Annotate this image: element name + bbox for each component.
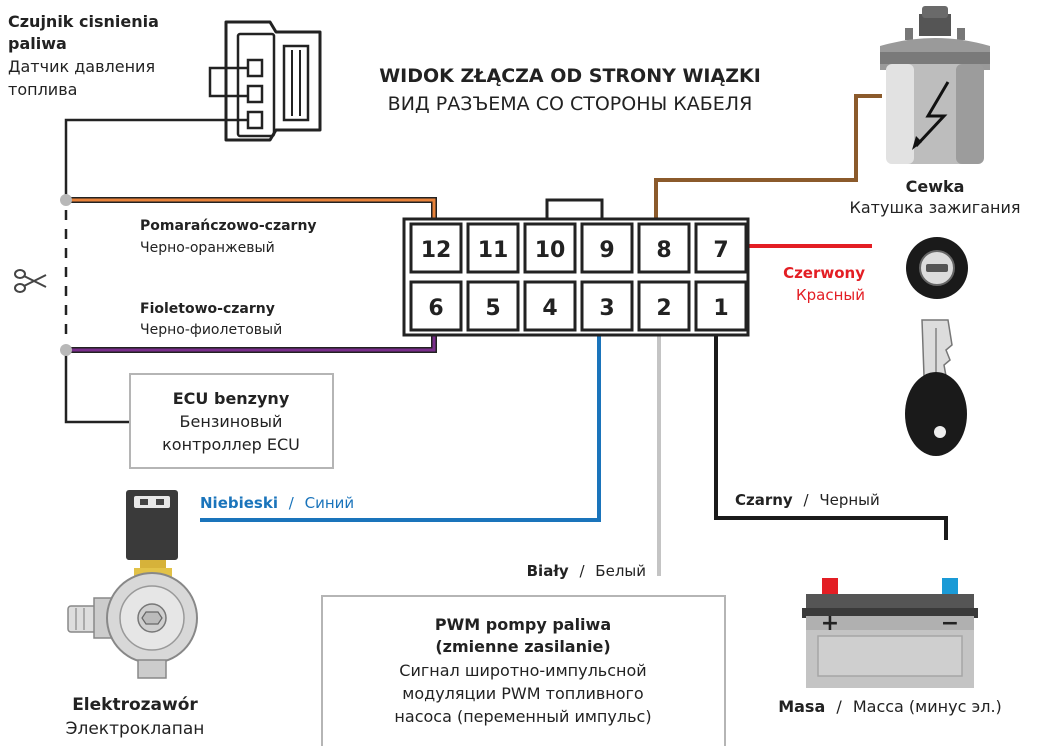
black-wire-label-ru: Черный: [819, 491, 879, 509]
pin-cell-1: [694, 280, 748, 332]
battery-minus: −: [941, 611, 959, 636]
sensor-label-ru-1: Датчик давления: [8, 57, 155, 76]
sensor-label-ru-2: топлива: [8, 80, 77, 99]
blue-wire-label-pl: Niebieski: [200, 494, 278, 512]
blue-wire-separator: /: [289, 494, 295, 512]
pin-cell-5: [466, 280, 520, 332]
car-key-icon: [905, 319, 967, 456]
title-ru: ВИД РАЗЪЕМА СО СТОРОНЫ КАБЕЛЯ: [388, 93, 753, 115]
pin-cell-7: [694, 222, 748, 274]
pin-cell-10: [523, 222, 577, 274]
pin-label-9: 9: [599, 238, 614, 263]
violet-wire-label-ru: Черно-фиолетовый: [140, 322, 282, 338]
pin-label-12: 12: [421, 238, 452, 263]
white-wire-label: Biały / Белый: [527, 562, 646, 580]
white-wire-label-ru: Белый: [595, 562, 646, 580]
ignition-coil-icon: [880, 6, 990, 164]
main-connector: 12 11 10 9 8 7 6 5 4 3 2 1: [402, 198, 750, 337]
pin-label-3: 3: [599, 296, 614, 321]
red-wire-label-pl: Czerwony: [783, 264, 865, 282]
pressure-sensor-connector-icon: [208, 20, 322, 142]
ecu-box: [129, 373, 334, 469]
pin-cell-11: [466, 222, 520, 274]
orange-wire-label-ru: Черно-оранжевый: [140, 240, 275, 256]
scissors-icon: [14, 269, 47, 293]
black-wire-label: Czarny / Черный: [735, 491, 880, 509]
coil-label-pl: Cewka: [906, 177, 965, 196]
battery-separator: /: [836, 697, 842, 716]
pin-label-7: 7: [713, 238, 728, 263]
pwm-label-ru-3: насоса (переменный импульс): [394, 707, 651, 726]
title-pl: WIDOK ZŁĄCZA OD STRONY WIĄZKI: [379, 65, 761, 87]
battery-label-pl: Masa: [778, 697, 825, 716]
ecu-label-ru-2: контроллер ECU: [162, 435, 300, 454]
coil-label-ru: Катушка зажигания: [850, 198, 1021, 217]
sensor-label-pl-1: Czujnik cisnienia: [8, 12, 159, 31]
blue-wire-label-ru: Синий: [305, 494, 355, 512]
pin-label-11: 11: [478, 238, 509, 263]
pin-label-1: 1: [713, 296, 728, 321]
ecu-label-pl: ECU benzyny: [173, 389, 290, 408]
sensor-label-pl-2: paliwa: [8, 34, 67, 53]
pin-label-8: 8: [656, 238, 671, 263]
solenoid-valve-icon: [67, 490, 198, 679]
pin-label-10: 10: [535, 238, 566, 263]
pin-cell-8: [637, 222, 691, 274]
pin-cell-12: [409, 222, 463, 274]
valve-label-pl: Elektrozawór: [72, 695, 198, 715]
pwm-label-pl-2: (zmienne zasilanie): [435, 637, 610, 656]
black-wire-separator: /: [804, 491, 810, 509]
pin-label-6: 6: [428, 296, 443, 321]
pin-cell-3: [580, 280, 634, 332]
red-wire-label-ru: Красный: [796, 286, 865, 304]
battery-label: Masa / Масса (минус эл.): [778, 697, 1002, 716]
pwm-label-pl-1: PWM pompy paliwa: [435, 615, 611, 634]
blue-wire-label: Niebieski / Синий: [200, 494, 354, 512]
black-wire-label-pl: Czarny: [735, 491, 793, 509]
battery-plus: +: [821, 611, 839, 636]
pin-cell-9: [580, 222, 634, 274]
orange-wire-label-pl: Pomarańczowo-czarny: [140, 218, 317, 234]
white-wire-separator: /: [579, 562, 585, 580]
pin-label-5: 5: [485, 296, 500, 321]
pin-cell-2: [637, 280, 691, 332]
pin-label-2: 2: [656, 296, 671, 321]
violet-wire-label-pl: Fioletowo-czarny: [140, 301, 275, 317]
pin-cell-4: [523, 280, 577, 332]
valve-label-ru: Электроклапан: [66, 719, 205, 739]
ignition-lock-icon: [906, 237, 968, 299]
battery-label-ru: Масса (минус эл.): [853, 697, 1002, 716]
pin-label-4: 4: [542, 296, 557, 321]
pwm-box: [321, 595, 726, 746]
white-wire-label-pl: Biały: [527, 562, 569, 580]
ecu-label-ru-1: Бензиновый: [180, 412, 283, 431]
pwm-label-ru-2: модуляции PWM топливного: [402, 684, 643, 703]
pin-cell-6: [409, 280, 463, 332]
battery-icon: + −: [802, 578, 978, 688]
wires: [60, 94, 948, 576]
pwm-label-ru-1: Сигнал широтно-импульсной: [399, 661, 646, 680]
